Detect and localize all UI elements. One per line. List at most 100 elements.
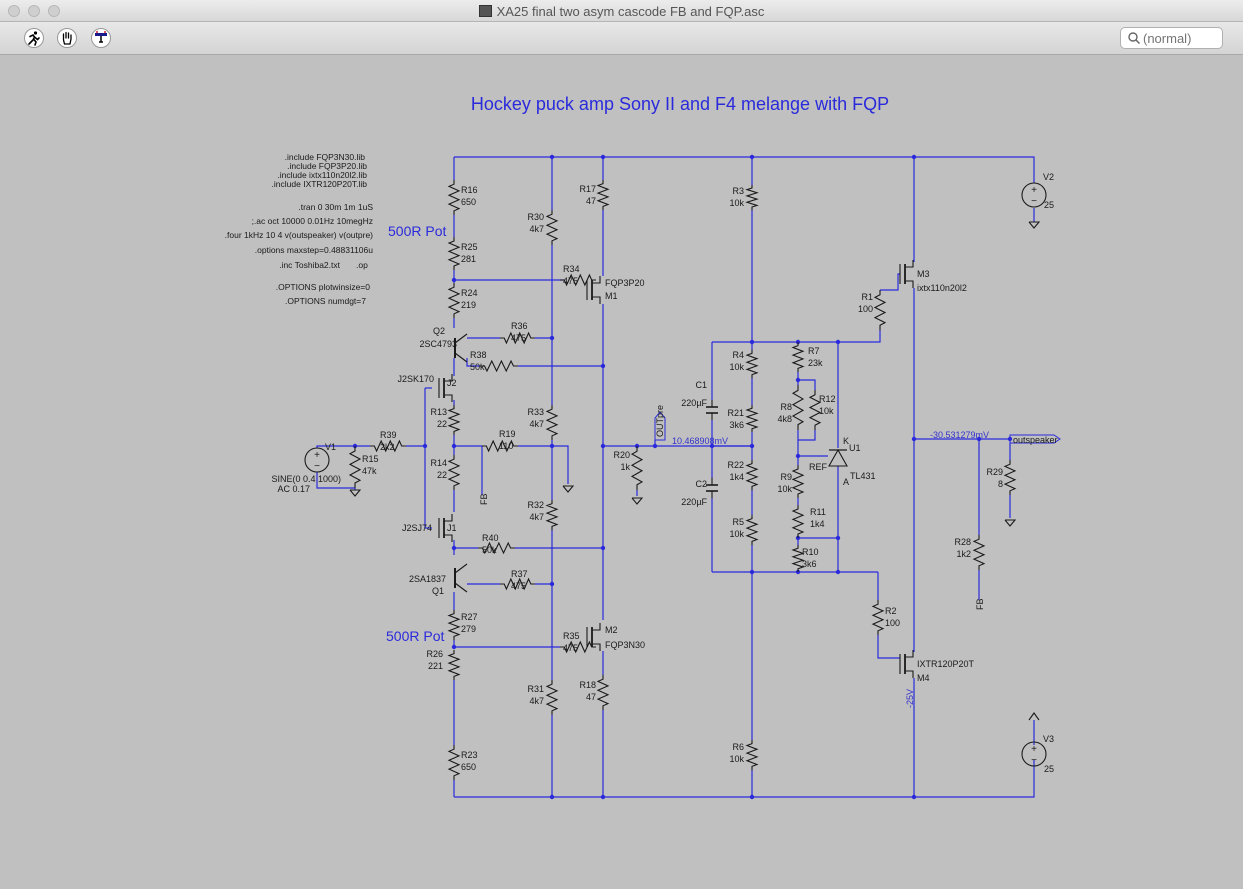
value-r4: 10k [729, 362, 744, 372]
ref-r26: R26 [426, 649, 443, 659]
junction-dot [549, 581, 555, 587]
value-r18: 47 [586, 692, 596, 702]
jfet-j1-drain [444, 514, 453, 522]
resistor-r38 [480, 359, 518, 373]
value-r10: 3k6 [802, 559, 817, 569]
spice-directives: .include FQP3N30.lib.include FQP3P20.lib… [225, 152, 374, 306]
value-m4: IXTR120P20T [917, 659, 975, 669]
junction-dot [749, 154, 755, 160]
ref-r2: R2 [885, 606, 897, 616]
resistor-r14 [447, 455, 461, 490]
v1-ac-value: AC 0.17 [277, 484, 310, 494]
pot-label-top: 500R Pot [388, 223, 446, 239]
value-r37: 475 [511, 581, 526, 591]
ref-r4: R4 [732, 350, 744, 360]
ground-symbol [1028, 712, 1040, 721]
junction-dot [549, 794, 555, 800]
wire [316, 445, 370, 448]
zoom-window-button[interactable] [48, 5, 60, 17]
junction-dot [795, 377, 801, 383]
junction-dot [600, 794, 606, 800]
ref-r40: R40 [482, 533, 499, 543]
ref-r38: R38 [470, 350, 487, 360]
voltage-outpre: 10.468908mV [672, 436, 728, 446]
junction-dot [911, 436, 917, 442]
value-q2: 2SC4793 [419, 339, 457, 349]
ref-r34: R34 [563, 264, 580, 274]
pot-label-bottom: 500R Pot [386, 628, 444, 644]
resistor-r10 [791, 545, 805, 572]
mosfet-m3-source [905, 280, 914, 288]
junction-dot [652, 443, 658, 449]
ref-r13: R13 [430, 407, 447, 417]
wire [454, 760, 1035, 798]
minimize-window-button[interactable] [28, 5, 40, 17]
ref-r33: R33 [527, 407, 544, 417]
value-r25: 281 [461, 254, 476, 264]
resistor-r6 [745, 740, 759, 770]
probe-glyph [95, 31, 107, 43]
ref-r12: R12 [819, 394, 836, 404]
value-v3: 25 [1044, 764, 1054, 774]
spice-directive: ;.ac oct 10000 0.01Hz 10megHz [252, 216, 373, 226]
value-r15: 47k [362, 466, 377, 476]
value-r39: 2k2 [380, 442, 395, 452]
label-text: − [1031, 755, 1037, 766]
value-r23: 650 [461, 762, 476, 772]
ref-j1: J1 [447, 523, 457, 533]
resistor-r16 [447, 180, 461, 215]
ref-v3: V3 [1043, 734, 1054, 744]
spice-directive: .include FQP3P20.lib [287, 161, 367, 171]
transistor-q2-emitter [454, 352, 468, 363]
value-r8: 4k8 [777, 414, 792, 424]
net-flag-outspeaker [1009, 434, 1061, 444]
value-r11: 1k4 [810, 519, 825, 529]
value-j1: J2SJ74 [402, 523, 432, 533]
pan-hand-icon[interactable] [57, 28, 77, 48]
value-r36: 475 [511, 333, 526, 343]
label-text: − [1031, 196, 1037, 207]
junction-dot [795, 453, 801, 459]
junction-dot [549, 154, 555, 160]
resistor-r2 [871, 600, 885, 635]
ref-r22: R22 [727, 460, 744, 470]
resistor-r23 [447, 745, 461, 780]
wire [838, 330, 881, 343]
shunt-reference-u1 [828, 448, 848, 467]
resistor-r3 [745, 185, 759, 210]
ref-m3: M3 [917, 269, 930, 279]
resistor-r22 [745, 460, 759, 490]
search-field[interactable] [1120, 27, 1223, 49]
ground-symbol [1028, 221, 1041, 229]
ref-r29: R29 [986, 467, 1003, 477]
ref-r35: R35 [563, 631, 580, 641]
resistor-r40 [478, 541, 515, 555]
schematic-canvas[interactable]: Hockey puck amp Sony II and F4 melange w… [0, 55, 1243, 889]
ref-r23: R23 [461, 750, 478, 760]
ref-r28: R28 [954, 537, 971, 547]
value-r6: 10k [729, 754, 744, 764]
label-text: + [1031, 185, 1037, 196]
value-r28: 1k2 [956, 549, 971, 559]
junctions [352, 154, 1013, 800]
mosfet-m2-source [592, 643, 601, 651]
resistor-r24 [447, 283, 461, 318]
value-r9: 10k [777, 484, 792, 494]
probe-icon[interactable] [91, 28, 111, 48]
running-man-glyph [28, 31, 40, 46]
resistor-r15 [348, 446, 362, 488]
ground-symbol [562, 485, 575, 493]
ref-r5: R5 [732, 517, 744, 527]
value-r2: 100 [885, 618, 900, 628]
junction-dot [749, 339, 755, 345]
ref-r25: R25 [461, 242, 478, 252]
close-window-button[interactable] [8, 5, 20, 17]
junction-dot [835, 535, 841, 541]
ref-r10: R10 [802, 547, 819, 557]
mosfet-m3-drain [905, 260, 914, 268]
value-r32: 4k7 [529, 512, 544, 522]
value-r19: 110 [499, 441, 513, 451]
run-icon[interactable] [24, 28, 44, 48]
search-input[interactable] [1143, 30, 1219, 46]
ref-r1: R1 [861, 292, 873, 302]
